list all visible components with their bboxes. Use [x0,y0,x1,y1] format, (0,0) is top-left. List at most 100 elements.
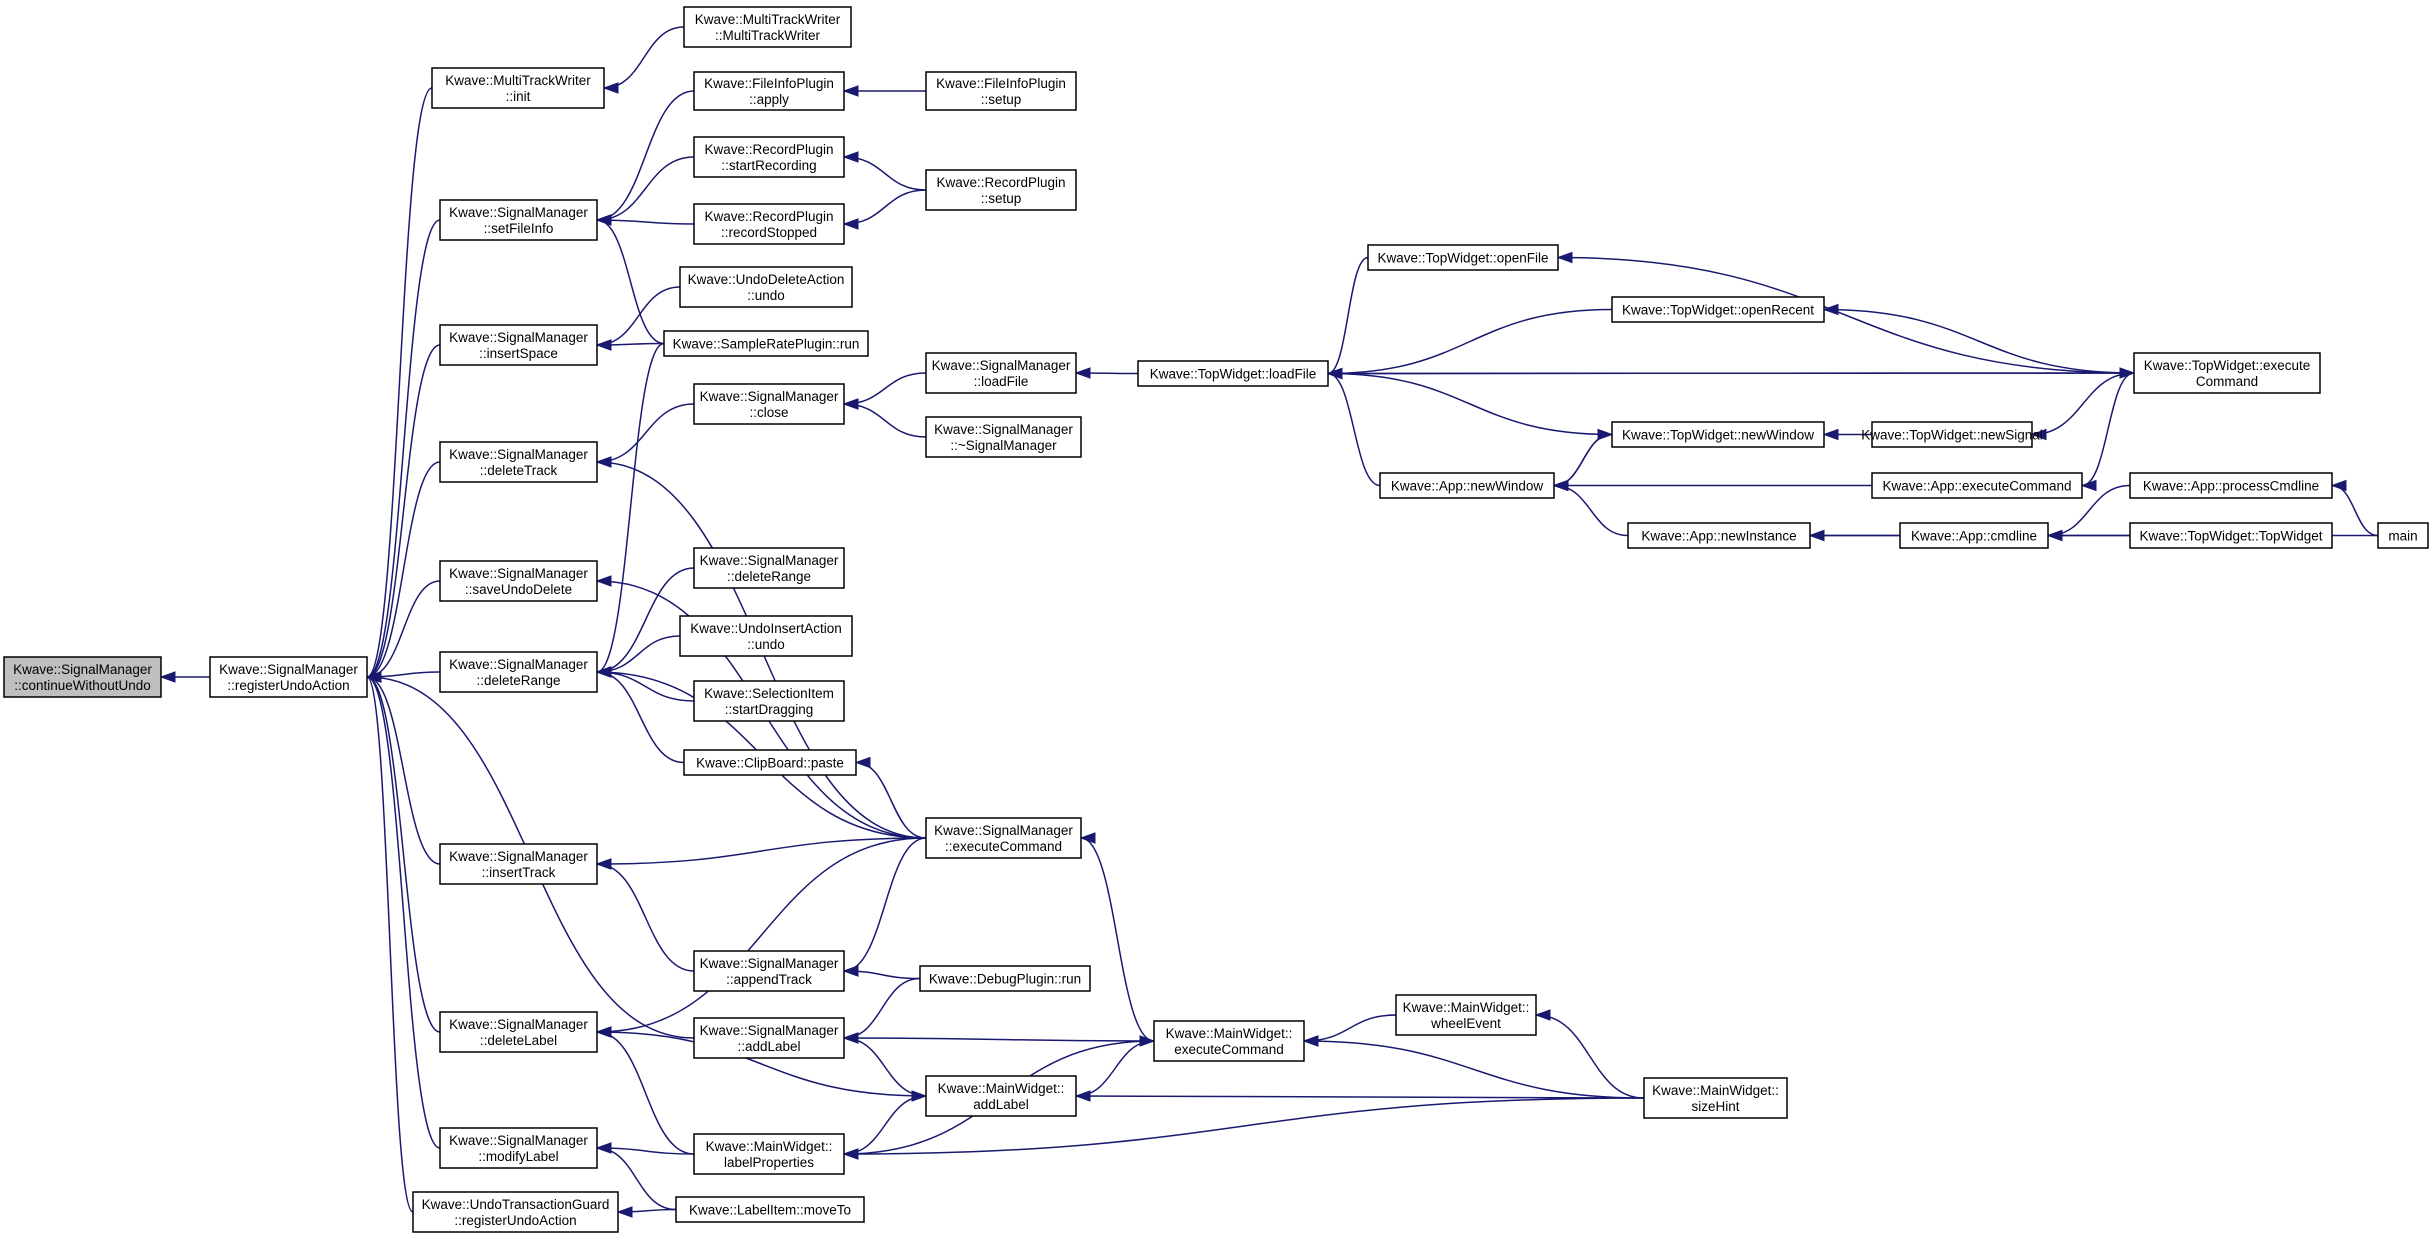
graph-node-mw_alb[interactable]: Kwave::MainWidget::addLabel [925,1075,1077,1117]
graph-node-main[interactable]: main [2377,522,2429,549]
node-box [693,136,845,178]
graph-node-uda_undo[interactable]: Kwave::UndoDeleteAction::undo [679,266,853,308]
graph-node-dtr[interactable]: Kwave::SignalManager::deleteTrack [439,441,598,483]
node-label-line: ::saveUndoDelete [465,582,572,597]
node-label-line: Kwave::MainWidget:: [938,1081,1065,1096]
node-label-line: Kwave::MainWidget:: [1166,1026,1293,1041]
node-box [1367,244,1559,271]
graph-node-tw_newsig[interactable]: Kwave::TopWidget::newSignal [1861,421,2043,448]
graph-node-alb[interactable]: Kwave::SignalManager::addLabel [693,1017,845,1059]
graph-edge-itr-to-rua [366,676,441,865]
graph-node-mw_lp[interactable]: Kwave::MainWidget::labelProperties [693,1133,845,1175]
node-box [683,749,857,776]
graph-node-mtw_init[interactable]: Kwave::MultiTrackWriter::init [431,67,605,109]
node-label-line: ::insertTrack [482,865,556,880]
graph-edge-srp_run-to-sfi [596,219,665,345]
graph-node-isp[interactable]: Kwave::SignalManager::insertSpace [439,324,598,366]
graph-node-app_cmdline[interactable]: Kwave::App::cmdline [1899,522,2049,549]
graph-node-app_proc[interactable]: Kwave::App::processCmdline [2129,472,2333,499]
node-box [693,1017,845,1059]
graph-node-app_newwin[interactable]: Kwave::App::newWindow [1379,472,1555,499]
node-label-line: Kwave::SignalManager [449,1017,588,1032]
graph-node-drange2[interactable]: Kwave::SignalManager::deleteRange [693,547,845,589]
node-box [1611,296,1825,323]
node-label-line: Kwave::TopWidget::openFile [1377,251,1548,266]
node-box [925,1075,1077,1117]
node-box [431,67,605,109]
graph-edge-mw_lp-to-dlb [596,1031,695,1155]
graph-node-mw_wheel[interactable]: Kwave::MainWidget::wheelEvent [1395,994,1537,1036]
arrowhead-dtor-to-close [842,398,859,410]
graph-node-dlb[interactable]: Kwave::SignalManager::deleteLabel [439,1011,598,1053]
node-box [925,169,1077,211]
graph-node-mw_size[interactable]: Kwave::MainWidget::sizeHint [1643,1077,1788,1119]
graph-node-tw_load[interactable]: Kwave::TopWidget::loadFile [1137,360,1329,387]
node-label-line: ::undo [747,288,785,303]
graph-node-cb_paste[interactable]: Kwave::ClipBoard::paste [683,749,857,776]
graph-node-utg[interactable]: Kwave::UndoTransactionGuard::registerUnd… [412,1191,619,1233]
graph-edge-srp_run-to-drange [596,342,665,673]
graph-node-close[interactable]: Kwave::SignalManager::close [693,383,845,425]
graph-node-dp_run[interactable]: Kwave::DebugPlugin::run [919,965,1091,992]
graph-node-tw_newwin[interactable]: Kwave::TopWidget::newWindow [1611,421,1825,448]
node-box [683,6,852,48]
graph-node-rp_setup[interactable]: Kwave::RecordPlugin::setup [925,169,1077,211]
arrowhead-mw_alb-to-alb [842,1032,859,1044]
arrowhead-srp_run-to-isp [595,339,612,351]
arrowhead-li_mt-to-mlb [595,1142,612,1154]
graph-node-fip_setup[interactable]: Kwave::FileInfoPlugin::setup [925,71,1077,111]
node-box [439,1011,598,1053]
graph-nodes: Kwave::SignalManager::continueWithoutUnd… [3,6,2429,1233]
node-box [1379,472,1555,499]
graph-node-tw_tw[interactable]: Kwave::TopWidget::TopWidget [2129,522,2333,549]
graph-node-si_sd[interactable]: Kwave::SelectionItem::startDragging [693,680,845,722]
arrowhead-tw_newsig-to-tw_newwin [1822,428,1839,441]
graph-node-rp_sr[interactable]: Kwave::RecordPlugin::startRecording [693,136,845,178]
graph-node-uia_undo[interactable]: Kwave::UndoInsertAction::undo [679,615,853,657]
graph-edge-mw_size-to-mw_wheel [1535,1014,1645,1099]
node-box [925,817,1082,859]
graph-edge-mw_size-to-mw_exec [1303,1040,1645,1099]
graph-node-mw_exec[interactable]: Kwave::MainWidget::executeCommand [1153,1020,1305,1062]
graph-node-sud[interactable]: Kwave::SignalManager::saveUndoDelete [439,560,598,602]
node-label-line: ::appendTrack [726,972,812,987]
graph-node-app_newinst[interactable]: Kwave::App::newInstance [1627,522,1811,549]
node-label-line: Kwave::TopWidget::execute [2144,358,2311,373]
graph-edge-tw_newwin-to-tw_load [1327,372,1613,436]
graph-node-mtw_mtw[interactable]: Kwave::MultiTrackWriter::MultiTrackWrite… [683,6,852,48]
node-label-line: Kwave::App::newInstance [1641,529,1796,544]
graph-node-fip_apply[interactable]: Kwave::FileInfoPlugin::apply [693,71,845,111]
graph-node-li_mt[interactable]: Kwave::LabelItem::moveTo [675,1196,865,1223]
node-box [439,843,598,885]
node-box [439,324,598,366]
node-label-line: ::init [506,89,531,104]
arrowhead-sm_exec-to-dtr [595,456,612,468]
graph-node-mlb[interactable]: Kwave::SignalManager::modifyLabel [439,1127,598,1169]
graph-node-app_exec[interactable]: Kwave::App::executeCommand [1871,472,2083,499]
arrowhead-tw_exec-to-tw_newsig [2030,428,2047,441]
graph-edge-sm_exec-to-atr [843,837,927,972]
arrowhead-tw_tw-to-app_cmdline [2046,529,2063,542]
graph-node-sfi[interactable]: Kwave::SignalManager::setFileInfo [439,199,598,241]
graph-node-tw_exec[interactable]: Kwave::TopWidget::executeCommand [2133,352,2321,394]
graph-node-rp_rs[interactable]: Kwave::RecordPlugin::recordStopped [693,203,845,245]
graph-node-srp_run[interactable]: Kwave::SampleRatePlugin::run [663,330,869,357]
graph-node-tw_open[interactable]: Kwave::TopWidget::openFile [1367,244,1559,271]
graph-edge-mtw_mtw-to-mtw_init [603,26,685,89]
node-label-line: main [2388,529,2417,544]
graph-node-itr[interactable]: Kwave::SignalManager::insertTrack [439,843,598,885]
graph-node-dtor[interactable]: Kwave::SignalManager::~SignalManager [925,416,1082,458]
graph-node-rua[interactable]: Kwave::SignalManager::registerUndoAction [209,656,368,698]
graph-node-drange[interactable]: Kwave::SignalManager::deleteRange [439,651,598,693]
node-box [1643,1077,1788,1119]
arrowhead-mw_size-to-mw_wheel [1534,1009,1551,1021]
graph-node-atr[interactable]: Kwave::SignalManager::appendTrack [693,950,845,992]
graph-node-loadfile[interactable]: Kwave::SignalManager::loadFile [925,352,1077,394]
graph-node-sm_exec[interactable]: Kwave::SignalManager::executeCommand [925,817,1082,859]
graph-node-tw_recent[interactable]: Kwave::TopWidget::openRecent [1611,296,1825,323]
node-label-line: Kwave::SampleRatePlugin::run [673,337,860,352]
node-label-line: ::setFileInfo [484,221,554,236]
node-label-line: ::setup [981,191,1022,206]
graph-node-cwu[interactable]: Kwave::SignalManager::continueWithoutUnd… [3,656,162,698]
node-label-line: Kwave::TopWidget::TopWidget [2139,529,2322,544]
